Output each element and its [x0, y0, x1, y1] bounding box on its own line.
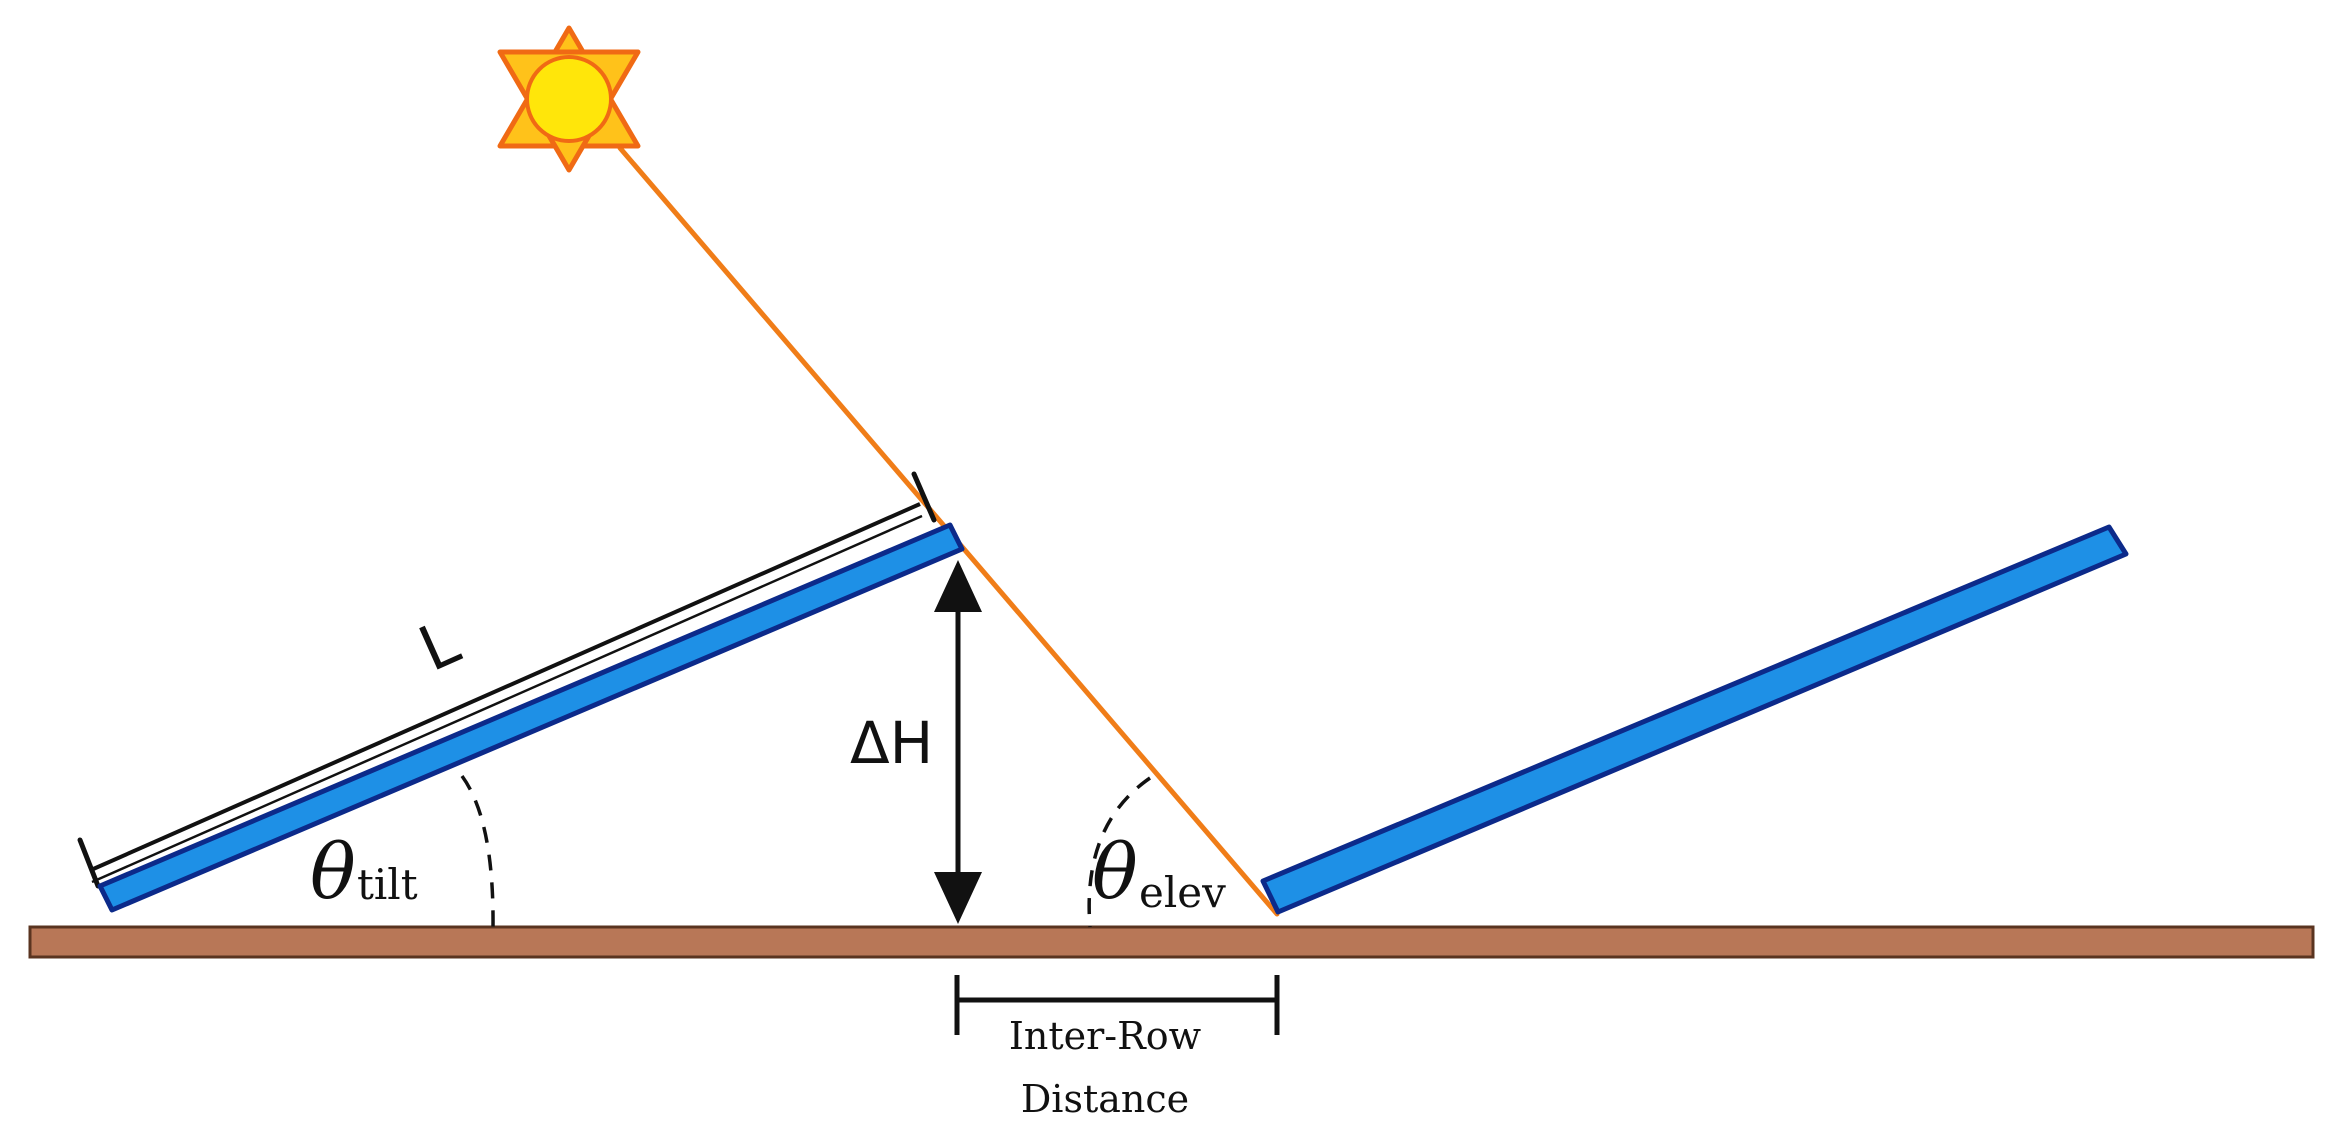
panel-length-dimension — [77, 471, 937, 889]
height-difference-label: ΔH — [850, 709, 933, 777]
ground — [28, 925, 2315, 959]
inter-row-distance-label-line2: Distance — [1021, 1077, 1189, 1121]
rear-solar-panel — [1260, 524, 2129, 915]
height-difference-arrow — [934, 560, 982, 924]
tilt-angle-arc — [460, 774, 495, 928]
tilt-angle-label: θ tilt — [310, 827, 418, 916]
elevation-angle-label: θ elev — [1092, 827, 1226, 917]
svg-text:tilt: tilt — [357, 860, 418, 909]
svg-text:elev: elev — [1139, 868, 1226, 917]
inter-row-distance-label-line1: Inter-Row — [1009, 1014, 1202, 1058]
sun-icon — [497, 25, 641, 173]
elevation-angle-arc — [1087, 776, 1151, 928]
panel-length-label: L — [408, 605, 470, 686]
inter-row-distance-bracket — [954, 975, 1280, 1035]
svg-text:θ: θ — [1092, 827, 1138, 916]
front-solar-panel — [97, 522, 965, 913]
svg-text:θ: θ — [310, 827, 356, 916]
